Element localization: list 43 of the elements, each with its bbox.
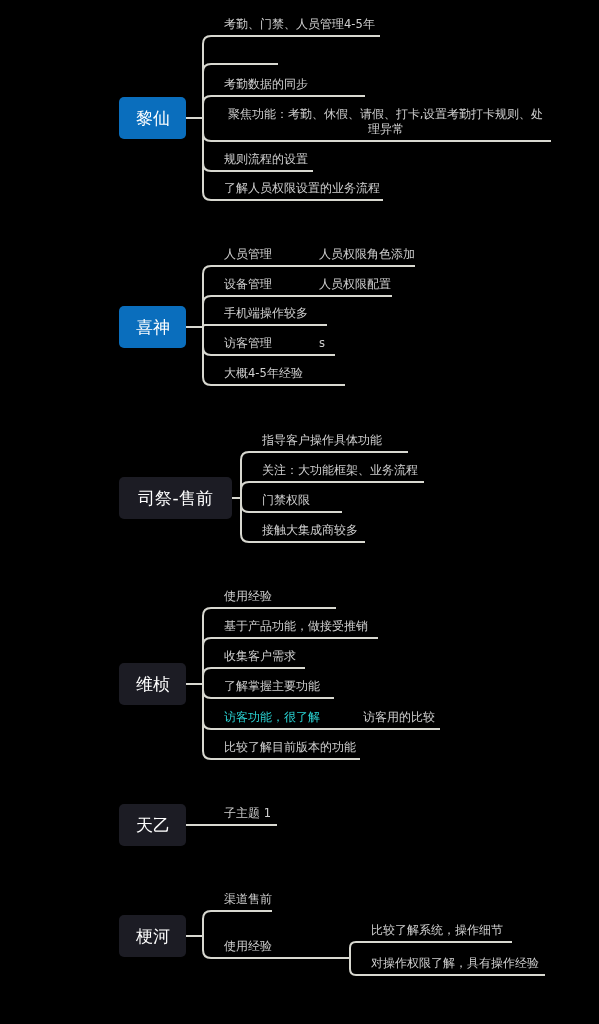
topic-box: 维桢 <box>119 663 186 705</box>
subtopic-label: 子主题 1 <box>215 806 277 826</box>
subtopic-label: 聚焦功能：考勤、休假、请假、打卡,设置考勤打卡规则、处理异常 <box>215 107 551 142</box>
branch-line <box>295 265 311 267</box>
subtopic-label: 接触大集成商较多 <box>253 523 365 543</box>
subtopic-label: 渠道售前 <box>215 892 272 912</box>
topic-box: 天乙 <box>119 804 186 846</box>
subtopic-label: 了解人员权限设置的业务流程 <box>215 181 383 201</box>
subtopic-label: 指导客户操作具体功能 <box>253 433 408 453</box>
subtopic-label: 了解掌握主要功能 <box>215 679 334 699</box>
subtopic-label: s <box>310 336 335 356</box>
subtopic-label: 访客管理 <box>215 336 296 356</box>
topic-box: 喜神 <box>119 306 186 348</box>
branch-line <box>346 957 363 976</box>
topic-box: 司祭-售前 <box>119 477 232 519</box>
subtopic-label: 人员权限配置 <box>310 277 392 297</box>
subtopic-label: 设备管理 <box>215 277 296 297</box>
branch-line <box>339 728 355 730</box>
subtopic-label: 访客用的比较 <box>354 710 440 730</box>
topic-box: 梗河 <box>119 915 186 957</box>
subtopic-label: 使用经验 <box>215 939 347 959</box>
subtopic-label: 使用经验 <box>215 589 336 609</box>
subtopic-label: 关注：大功能框架、业务流程 <box>253 463 424 483</box>
branch-line <box>295 295 311 297</box>
subtopic-label: 访客功能，很了解 <box>215 710 340 730</box>
subtopic-label: 大概4-5年经验 <box>215 366 345 386</box>
subtopic-label: 收集客户需求 <box>215 649 305 669</box>
subtopic-label: 人员权限角色添加 <box>310 247 415 267</box>
branch-line <box>185 824 216 826</box>
branch-line <box>185 117 216 201</box>
subtopic-label: 规则流程的设置 <box>215 152 313 172</box>
subtopic-label: 考勤数据的同步 <box>215 77 365 97</box>
topic-box: 黎仙 <box>119 97 186 139</box>
subtopic-label: 比较了解目前版本的功能 <box>215 740 360 760</box>
subtopic-label: 人员管理 <box>215 247 296 267</box>
subtopic-label: 考勤、门禁、人员管理4-5年 <box>215 17 380 37</box>
subtopic-label: 门禁权限 <box>253 493 342 513</box>
branch-line <box>295 354 311 356</box>
subtopic-label: 对操作权限了解，具有操作经验 <box>362 956 545 976</box>
subtopic-label: 基于产品功能，做接受推销 <box>215 619 378 639</box>
subtopic-label: 手机端操作较多 <box>215 306 327 326</box>
subtopic-label: 比较了解系统，操作细节 <box>362 923 512 943</box>
branch-line <box>346 941 363 959</box>
